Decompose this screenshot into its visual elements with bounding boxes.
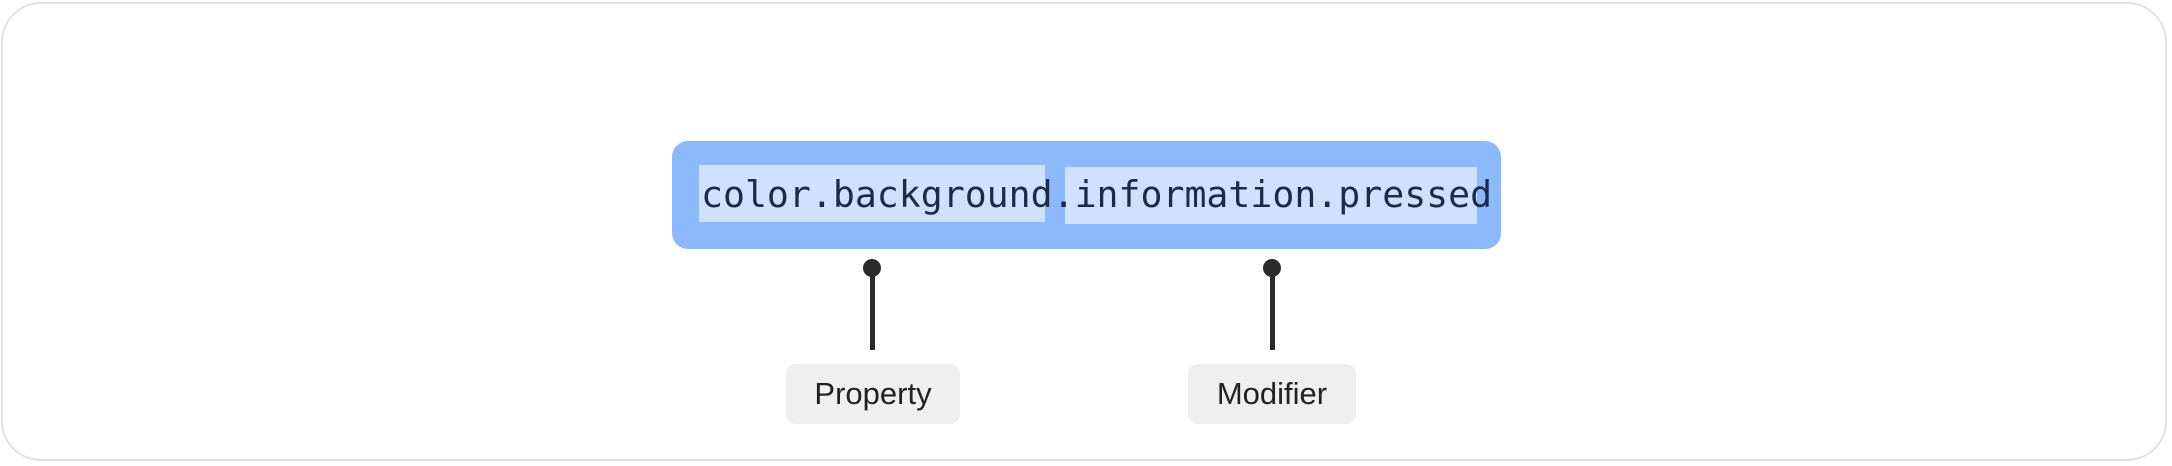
- property-label: Property: [786, 364, 960, 424]
- property-connector-line: [870, 268, 875, 350]
- token-name-text: color.background.information.pressed: [701, 173, 1493, 216]
- modifier-label: Modifier: [1188, 364, 1356, 424]
- property-segment-highlight: [699, 165, 1045, 222]
- modifier-connector-line: [1270, 268, 1275, 350]
- modifier-segment-highlight: [1065, 167, 1477, 224]
- property-connector: [863, 259, 881, 359]
- token-name-box: color.background.information.pressed: [672, 141, 1501, 249]
- modifier-connector: [1263, 259, 1281, 359]
